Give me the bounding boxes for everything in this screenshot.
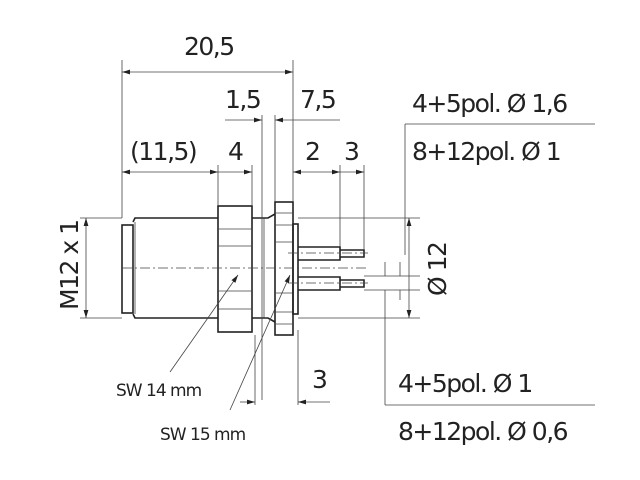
pin-note-bottom-2: 8+12pol. Ø 0,6	[398, 417, 568, 446]
connector-body	[121, 201, 365, 336]
dim-pin-step-2: 3	[344, 137, 358, 166]
pin-note-top-1: 4+5pol. Ø 1,6	[412, 89, 567, 118]
pin-note-top-2: 8+12pol. Ø 1	[412, 137, 560, 166]
dim-pin-length: 7,5	[300, 85, 335, 114]
dim-thread: M12 x 1	[55, 221, 84, 310]
dim-pin-step-1: 2	[305, 137, 319, 166]
dim-flange-offset: 1,5	[225, 85, 260, 114]
dim-thread-length: (11,5)	[130, 137, 196, 166]
dimension-texts: 20,5 1,5 7,5 (11,5) 4 2 3 3 M12 x 1 Ø 12…	[55, 32, 569, 446]
dim-overall: 20,5	[184, 32, 234, 61]
center-lines	[122, 252, 368, 284]
label-sw15: SW 15 mm	[160, 425, 246, 445]
dim-nut-width: 4	[228, 137, 243, 166]
dim-pcd: Ø 12	[423, 243, 452, 296]
pin-note-bottom-1: 4+5pol. Ø 1	[398, 369, 532, 398]
label-sw14: SW 14 mm	[116, 381, 202, 401]
dimension-lines	[80, 60, 595, 411]
dim-flange-thickness: 3	[312, 365, 326, 394]
